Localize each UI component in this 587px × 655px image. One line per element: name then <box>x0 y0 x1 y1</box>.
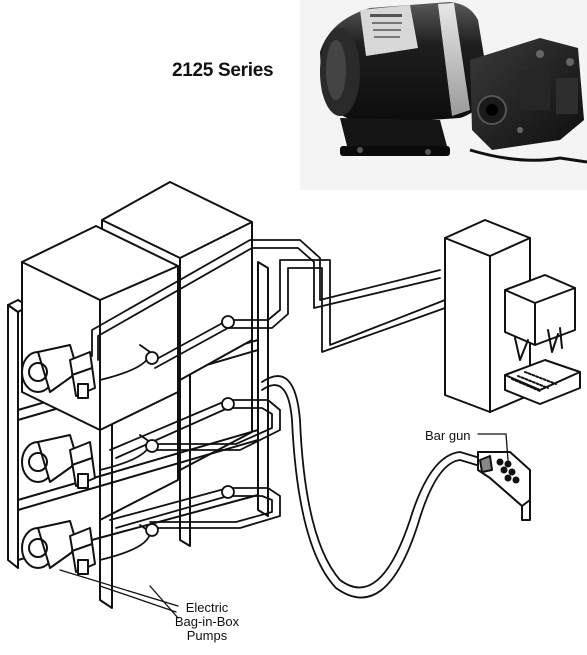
bar-gun-leader <box>477 433 509 461</box>
series-label: 2125 Series <box>172 60 274 81</box>
pump-unit-middle <box>21 434 96 489</box>
pumps-label-line-2: Bag-in-Box <box>174 614 240 629</box>
pump-base <box>340 118 450 156</box>
bar-gun-label: Bar gun <box>425 428 471 443</box>
pump-unit-bottom <box>21 520 96 575</box>
pumps-label-line-1: Electric <box>185 600 229 615</box>
pumps-label: Electric Bag-in-Box Pumps <box>172 601 242 643</box>
pumps-label-line-3: Pumps <box>186 628 228 643</box>
pump-head <box>470 38 584 150</box>
beverage-dispenser <box>444 219 581 413</box>
bar-gun <box>477 451 531 521</box>
pump-unit-top <box>21 344 96 399</box>
pumps-leaders <box>59 569 179 619</box>
pump-motor <box>320 2 488 124</box>
tubing <box>91 239 481 599</box>
